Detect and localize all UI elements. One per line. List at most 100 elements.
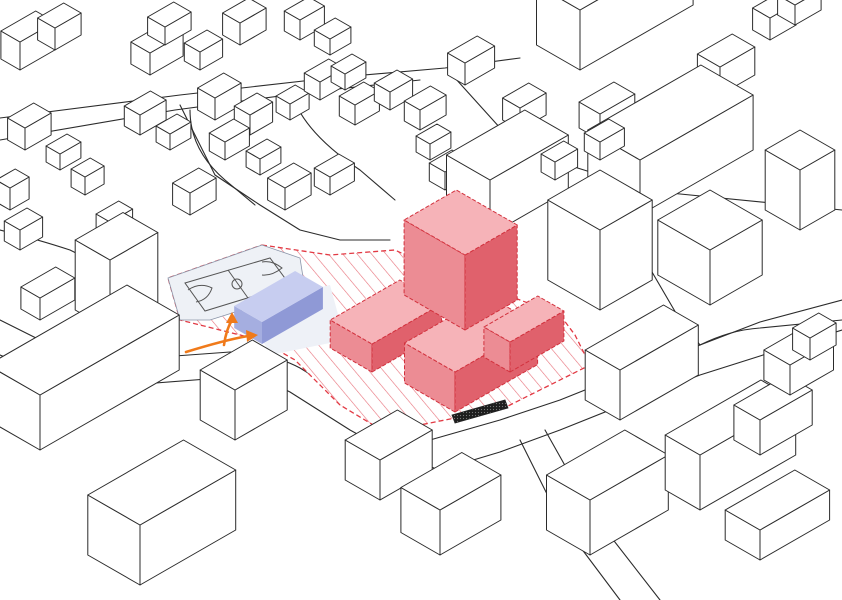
- building-38: [447, 35, 496, 86]
- building-48-top-face: [583, 118, 625, 143]
- proposed-block-south: [404, 295, 539, 413]
- building-31: [172, 167, 217, 216]
- building-53: [87, 439, 237, 586]
- building-30-top-face: [267, 162, 312, 189]
- building-47-top-face: [540, 140, 579, 163]
- building-33-top-face: [20, 266, 76, 299]
- building-43-top-face: [446, 109, 569, 181]
- building-39-top-face: [696, 33, 756, 68]
- building-34-top-face: [74, 212, 159, 261]
- building-36-top-face: [578, 81, 636, 115]
- building-26: [415, 123, 452, 161]
- building-9: [7, 102, 52, 151]
- building-5: [183, 29, 224, 71]
- building-59: [792, 312, 837, 361]
- building-44-top-face: [547, 169, 653, 231]
- building-52: [400, 452, 502, 556]
- building-60: [724, 469, 831, 561]
- building-13-top-face: [3, 207, 44, 231]
- building-30: [267, 162, 312, 211]
- building-41: [777, 0, 822, 26]
- building-16: [197, 72, 242, 121]
- building-17-top-face: [233, 92, 274, 116]
- building-11-top-face: [70, 157, 105, 178]
- road-right-link: [699, 319, 842, 346]
- building-25-top-face: [403, 85, 447, 111]
- building-57-top-face: [584, 304, 699, 371]
- building-44: [547, 169, 653, 311]
- building-12: [0, 168, 30, 211]
- proposed-block-east-top-face: [483, 295, 565, 343]
- building-35-left-face: [536, 0, 581, 71]
- existing-building-top-face: [234, 271, 323, 322]
- building-25: [403, 85, 447, 131]
- building-9-top-face: [7, 102, 52, 129]
- building-46: [764, 129, 836, 231]
- building-16-top-face: [197, 72, 242, 99]
- building-12-top-face: [0, 168, 30, 189]
- road-inner-left: [189, 109, 256, 206]
- building-2: [37, 2, 82, 51]
- building-35-right-face: [579, 0, 694, 71]
- building-47: [540, 140, 579, 181]
- building-38-top-face: [447, 35, 496, 64]
- building-18: [208, 118, 250, 161]
- building-8: [313, 17, 352, 56]
- building-10: [45, 133, 82, 171]
- building-18-top-face: [208, 118, 250, 143]
- building-60-top-face: [724, 469, 831, 531]
- building-7-top-face: [283, 0, 325, 21]
- existing-building-right-face: [262, 287, 323, 344]
- building-49: [0, 284, 180, 451]
- building-15-top-face: [155, 113, 192, 135]
- building-20-top-face: [275, 84, 310, 105]
- building-33: [20, 266, 76, 321]
- building-54: [546, 429, 669, 556]
- proposed-block-north: [403, 189, 518, 331]
- building-50-top-face: [199, 339, 288, 391]
- building-13: [3, 207, 44, 251]
- building-54-top-face: [546, 429, 669, 501]
- building-19-top-face: [245, 138, 282, 160]
- building-14-top-face: [123, 90, 167, 116]
- proposed-buildings: [329, 189, 565, 413]
- building-11: [70, 157, 105, 196]
- building-6-top-face: [222, 0, 267, 24]
- building-24-top-face: [373, 69, 414, 93]
- building-53-top-face: [87, 439, 237, 526]
- building-49-top-face: [0, 284, 180, 396]
- building-45-top-face: [657, 189, 763, 251]
- building-51-top-face: [344, 409, 433, 461]
- building-35-top-face: [561, 0, 599, 11]
- building-37-top-face: [502, 82, 547, 109]
- building-24: [373, 69, 414, 111]
- building-26-top-face: [415, 123, 452, 145]
- proposed-block-east: [483, 295, 565, 373]
- building-52-top-face: [400, 452, 502, 511]
- building-41-top-face: [785, 0, 805, 6]
- context-buildings: [0, 0, 837, 586]
- building-19: [245, 138, 282, 176]
- building-15: [155, 113, 192, 151]
- building-4-top-face: [147, 1, 192, 28]
- building-23-top-face: [338, 81, 380, 106]
- building-41-right-face: [794, 0, 822, 26]
- building-22: [330, 53, 367, 91]
- building-7: [283, 0, 325, 41]
- building-5-top-face: [183, 29, 224, 53]
- building-20: [275, 84, 310, 121]
- entrance-strip: [451, 399, 509, 424]
- building-31-top-face: [172, 167, 217, 194]
- building-57: [584, 304, 699, 421]
- building-2-top-face: [37, 2, 82, 29]
- building-10-top-face: [45, 133, 82, 155]
- building-6: [222, 0, 267, 46]
- building-59-top-face: [792, 312, 837, 339]
- building-48: [583, 118, 625, 161]
- building-8-top-face: [313, 17, 352, 40]
- building-22-top-face: [330, 53, 367, 75]
- building-29: [313, 153, 355, 196]
- building-50: [199, 339, 288, 441]
